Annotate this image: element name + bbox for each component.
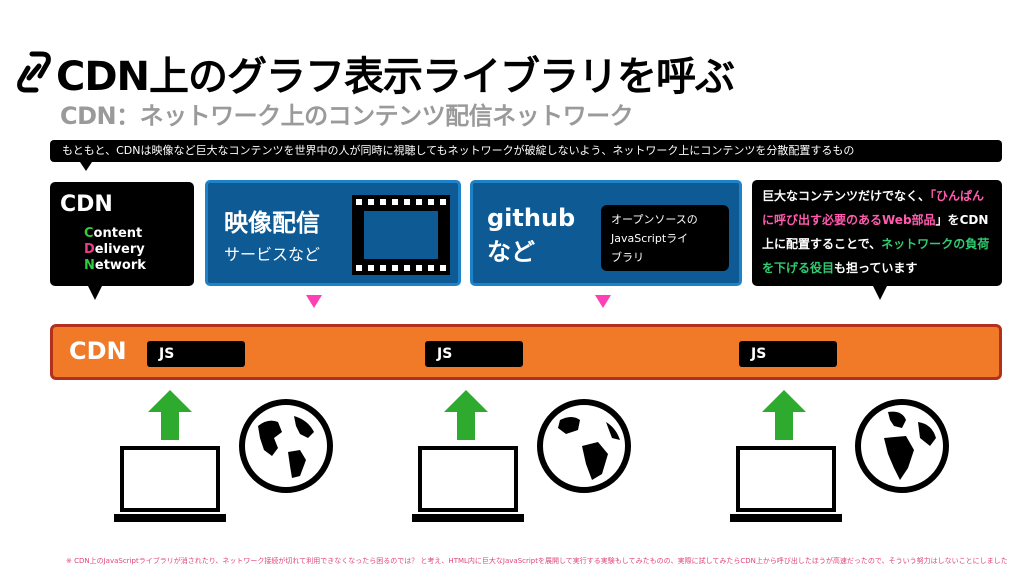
note-line: ブラリ — [611, 251, 644, 264]
cdn-role-box: 巨大なコンテンツだけでなく、「ひんぱんに呼び出す必要のあるWeb部品」をCDN上… — [752, 180, 1002, 286]
up-arrow-icon — [148, 390, 192, 440]
acronym-rest: elivery — [94, 242, 145, 257]
role-highlight: んに呼び出す必要のあるWeb部品 — [762, 189, 985, 227]
video-to-cdn-pointer — [306, 295, 322, 308]
acronym-rest: ontent — [93, 226, 143, 241]
github-title-line: など — [487, 238, 535, 266]
role-text: 巨大なコンテンツだけでなく、 — [762, 189, 931, 203]
laptop-icon — [114, 446, 226, 522]
acronym-line-delivery: Delivery — [84, 242, 146, 258]
cdn-bar: CDN JS JS JS — [50, 324, 1002, 380]
github-to-cdn-pointer — [595, 295, 611, 308]
link-icon — [17, 51, 51, 93]
page-title: CDN上のグラフ表示ライブラリを呼ぶ — [56, 54, 735, 100]
github-box: github など オープンソースの JavaScriptライ ブラリ — [470, 180, 742, 286]
role-highlight: 「ひんぱ — [930, 189, 973, 203]
role-text: も担っています — [834, 261, 918, 275]
cdn-definition-title: CDN — [60, 192, 113, 217]
footnote: ※ CDN上のJavaScriptライブラリが消されたり、ネットワーク接続が切れ… — [66, 557, 1008, 565]
js-library-tag: JS — [147, 341, 245, 367]
video-service-title: 映像配信 — [224, 209, 320, 237]
laptop-icon — [730, 446, 842, 522]
role-pointer — [873, 286, 887, 300]
laptop-icon — [412, 446, 524, 522]
role-highlight: クの負荷を下げる役目 — [762, 237, 990, 275]
up-arrow-icon — [762, 390, 806, 440]
globe-icon — [239, 399, 333, 493]
definition-pointer — [80, 162, 92, 171]
acronym-letter: D — [84, 242, 95, 257]
js-library-tag: JS — [425, 341, 523, 367]
acronym-letter: C — [84, 226, 94, 241]
cdn-definition-pointer — [88, 286, 102, 300]
globe-icon — [537, 399, 631, 493]
acronym-line-network: Network — [84, 258, 146, 274]
acronym-letter: N — [84, 258, 95, 273]
video-service-box: 映像配信 サービスなど — [205, 180, 461, 286]
js-library-note: オープンソースの JavaScriptライ ブラリ — [601, 205, 729, 271]
film-strip-icon — [352, 195, 450, 275]
note-line: JavaScriptライ — [611, 232, 689, 245]
github-title: github など — [487, 201, 575, 269]
role-highlight: ネットワー — [881, 237, 942, 251]
acronym-line-content: Content — [84, 226, 146, 242]
note-line: オープンソースの — [611, 213, 698, 226]
video-service-subtitle: サービスなど — [224, 245, 321, 264]
github-title-line: github — [487, 204, 576, 232]
role-text: 」を — [935, 213, 960, 227]
up-arrow-icon — [444, 390, 488, 440]
role-text: CDN上に配置することで、 — [762, 213, 989, 251]
js-library-tag: JS — [739, 341, 837, 367]
page-subtitle: CDN：ネットワーク上のコンテンツ配信ネットワーク — [60, 102, 634, 130]
acronym-rest: etwork — [94, 258, 146, 273]
cdn-acronym-list: Content Delivery Network — [84, 226, 146, 274]
definition-bar: もともと、CDNは映像など巨大なコンテンツを世界中の人が同時に視聴してもネットワ… — [50, 140, 1002, 162]
cdn-bar-label: CDN — [69, 337, 127, 365]
cdn-definition-box: CDN Content Delivery Network — [50, 182, 194, 286]
globe-icon — [855, 399, 949, 493]
